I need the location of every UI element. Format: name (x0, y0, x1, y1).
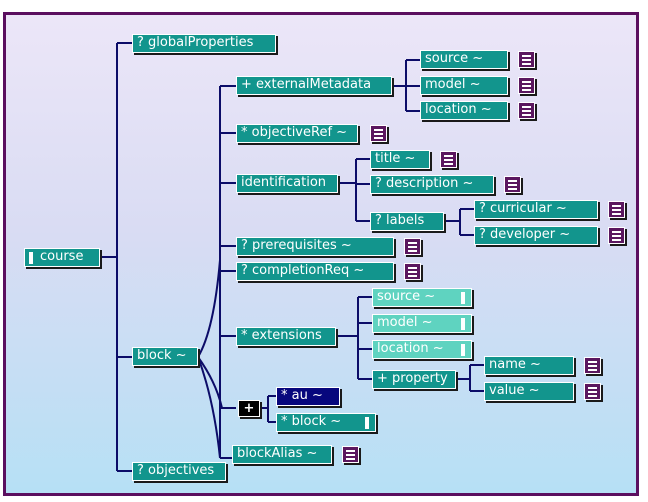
wire-identification (338, 158, 370, 222)
detail-lines-icon[interactable] (518, 51, 535, 68)
node-marker (29, 252, 33, 264)
node-externalMetadata[interactable]: + externalMetadata (236, 76, 392, 95)
node-source[interactable]: source ~ (420, 50, 508, 69)
detail-lines-icon[interactable] (404, 238, 421, 255)
node-au[interactable]: * au ~ (276, 387, 340, 406)
wire-block-trunk (219, 85, 236, 459)
node-marker (461, 292, 465, 304)
node-objectives[interactable]: ? objectives (132, 462, 226, 481)
wire-block-curves (197, 259, 223, 459)
wire-course (100, 42, 132, 472)
node-block[interactable]: block ~ (132, 347, 198, 366)
node-globalProperties[interactable]: ? globalProperties (132, 34, 276, 53)
detail-lines-icon[interactable] (518, 102, 535, 119)
wire-toggle (260, 395, 276, 423)
detail-lines-icon[interactable] (584, 357, 601, 374)
node-developer[interactable]: ? developer ~ (474, 226, 598, 245)
node-ext-location[interactable]: location ~ (372, 340, 472, 359)
detail-lines-icon[interactable] (370, 125, 387, 142)
detail-lines-icon[interactable] (518, 77, 535, 94)
node-curricular[interactable]: ? curricular ~ (474, 200, 598, 219)
node-description[interactable]: ? description ~ (370, 175, 494, 194)
detail-lines-icon[interactable] (608, 201, 625, 218)
detail-lines-icon[interactable] (584, 383, 601, 400)
node-marker (461, 318, 465, 330)
node-ext-model[interactable]: model ~ (372, 314, 472, 333)
detail-lines-icon[interactable] (404, 263, 421, 280)
node-value[interactable]: value ~ (484, 382, 574, 401)
node-extensions[interactable]: * extensions (236, 327, 336, 346)
node-course[interactable]: course (24, 248, 100, 267)
node-ext-source[interactable]: source ~ (372, 288, 472, 307)
wire-externalMetadata (392, 59, 420, 112)
node-marker (461, 344, 465, 356)
detail-lines-icon[interactable] (440, 151, 457, 168)
node-objectiveRef[interactable]: * objectiveRef ~ (236, 124, 358, 143)
node-prerequisites[interactable]: ? prerequisites ~ (236, 237, 394, 256)
plus-icon[interactable]: + (238, 400, 260, 417)
node-property[interactable]: + property (372, 370, 456, 389)
detail-lines-icon[interactable] (342, 446, 359, 463)
node-model[interactable]: model ~ (420, 76, 508, 95)
node-blockAlias[interactable]: blockAlias ~ (232, 445, 332, 464)
node-identification[interactable]: identification (236, 174, 338, 193)
node-marker (365, 417, 369, 429)
node-labels[interactable]: ? labels (370, 212, 444, 231)
detail-lines-icon[interactable] (608, 227, 625, 244)
node-name[interactable]: name ~ (484, 356, 574, 375)
wire-labels (444, 208, 474, 236)
node-title[interactable]: title ~ (370, 150, 430, 169)
node-location[interactable]: location ~ (420, 101, 508, 120)
wire-extensions (336, 296, 372, 380)
wire-property (456, 364, 484, 392)
detail-lines-icon[interactable] (504, 176, 521, 193)
node-child-block[interactable]: * block ~ (276, 413, 376, 432)
node-completionReq[interactable]: ? completionReq ~ (236, 262, 394, 281)
